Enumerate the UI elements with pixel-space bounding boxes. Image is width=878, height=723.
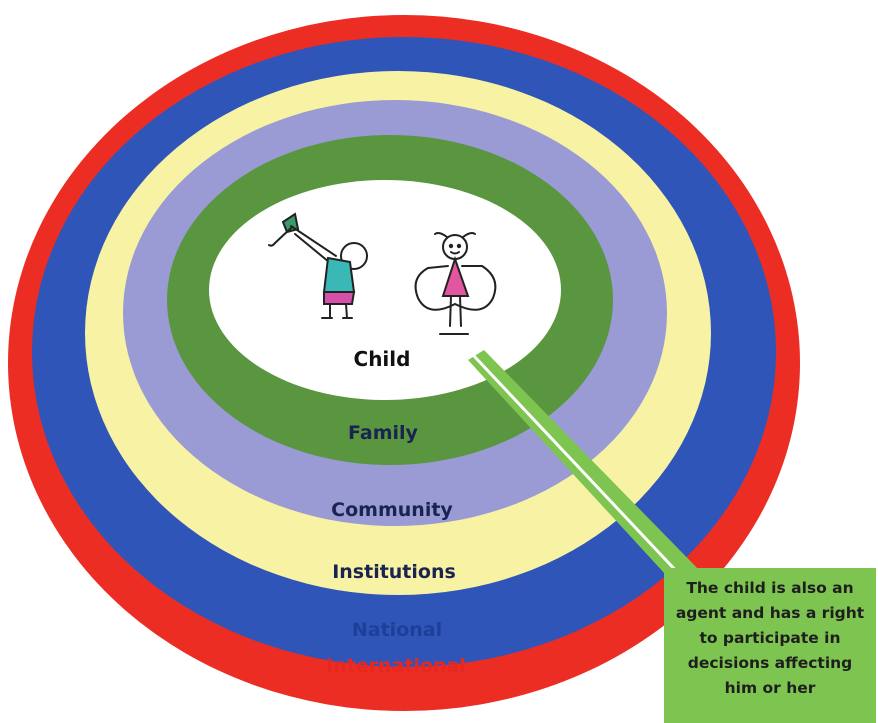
callout-pointer-highlight: [472, 354, 682, 577]
callout-line: The child is also an: [686, 579, 854, 597]
label-child: Child: [354, 347, 411, 371]
label-family: Family: [348, 422, 419, 444]
callout-line: him or her: [724, 679, 816, 697]
boy-with-kite-illustration: [268, 212, 368, 319]
label-community: Community: [331, 499, 453, 521]
label-institutions: Institutions: [332, 561, 456, 583]
label-national: National: [352, 619, 442, 641]
girl-with-rope-illustration: [414, 232, 497, 335]
label-international: International: [326, 655, 466, 677]
callout-pointer: [468, 350, 704, 575]
callout-line: to participate in: [699, 629, 841, 647]
callout-line: agent and has a right: [675, 604, 865, 622]
callout-line: decisions affecting: [687, 654, 853, 672]
callout-box: [664, 568, 876, 723]
callout-text: The child is also an agent and has a rig…: [664, 576, 876, 701]
